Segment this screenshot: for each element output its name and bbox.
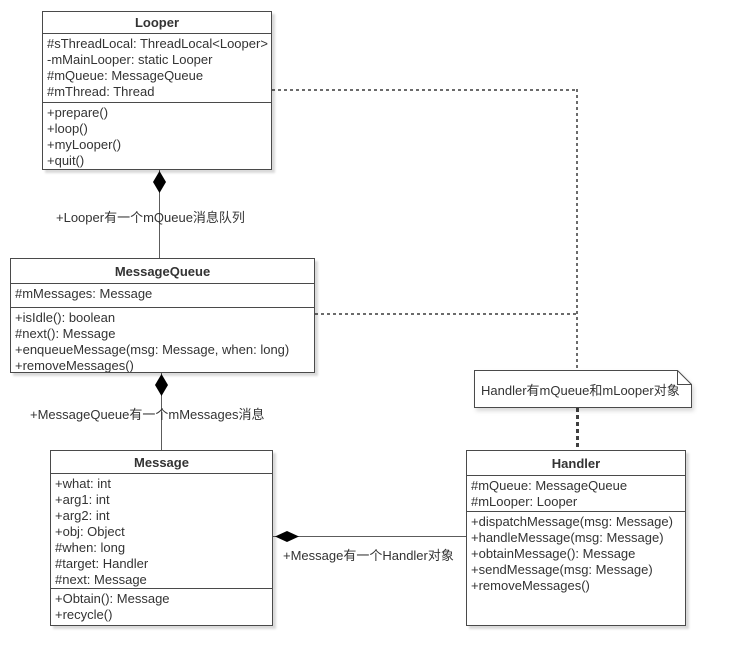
attribute-line: #mMessages: Message [15,286,153,301]
attribute-line: -mMainLooper: static Looper [47,52,213,67]
attribute-line: #mQueue: MessageQueue [47,68,204,83]
class-message: Message +what: int +arg1: int +arg2: int… [50,450,273,626]
attribute-line: +arg1: int [55,492,110,507]
method-line: #next(): Message [15,326,116,341]
method-line: +dispatchMessage(msg: Message) [471,514,673,529]
dotted-line-note-to-handler [576,408,579,450]
class-handler-methods: +dispatchMessage(msg: Message) +handleMe… [467,512,685,625]
class-message-methods: +Obtain(): Message +recycle() [51,589,272,625]
class-message-title: Message [51,451,272,474]
method-line: +sendMessage(msg: Message) [471,562,653,577]
method-line: +isIdle(): boolean [15,310,116,325]
note-text: Handler有mQueue和mLooper对象 [481,382,680,398]
composition-diamond-messagequeue [155,374,168,396]
method-line: +handleMessage(msg: Message) [471,530,664,545]
attribute-line: #mQueue: MessageQueue [471,478,628,493]
class-looper-attributes: #sThreadLocal: ThreadLocal<Looper> -mMai… [43,34,271,103]
attribute-line: +arg2: int [55,508,110,523]
attribute-line: +obj: Object [55,524,125,539]
class-handler-title: Handler [467,451,685,476]
connector-looper-messagequeue [159,170,160,258]
attribute-line: +what: int [55,476,112,491]
class-looper: Looper #sThreadLocal: ThreadLocal<Looper… [42,11,272,170]
attribute-line: #mLooper: Looper [471,494,578,509]
method-line: +Obtain(): Message [55,591,170,606]
connector-message-handler [273,536,466,537]
class-messagequeue: MessageQueue #mMessages: Message +isIdle… [10,258,315,373]
class-messagequeue-attributes: #mMessages: Message [11,284,314,308]
method-line: +obtainMessage(): Message [471,546,636,561]
class-looper-title: Looper [43,12,271,34]
method-line: +quit() [47,153,85,168]
composition-diamond-message [275,531,299,542]
class-looper-methods: +prepare() +loop() +myLooper() +quit() [43,103,271,169]
connector-messagequeue-message [161,373,162,450]
class-messagequeue-title: MessageQueue [11,259,314,284]
edge-label-message-handler: +Message有一个Handler对象 [283,548,454,563]
note-fold-corner [677,370,692,385]
attribute-line: #next: Message [55,572,147,587]
method-line: +recycle() [55,607,113,622]
method-line: +loop() [47,121,88,136]
attribute-line: #target: Handler [55,556,149,571]
edge-label-looper-mqueue: +Looper有一个mQueue消息队列 [56,210,245,225]
dashed-line-looper-horizontal [272,89,578,91]
attribute-line: #mThread: Thread [47,84,155,99]
method-line: +enqueueMessage(msg: Message, when: long… [15,342,290,357]
composition-diamond-looper [153,171,166,193]
method-line: +myLooper() [47,137,122,152]
method-line: +removeMessages() [471,578,590,593]
dashed-line-messagequeue-horizontal [315,313,578,315]
attribute-line: #when: long [55,540,126,555]
class-messagequeue-methods: +isIdle(): boolean #next(): Message +enq… [11,308,314,372]
dashed-line-vertical-to-note [576,89,578,370]
note-shape [474,370,692,408]
class-message-attributes: +what: int +arg1: int +arg2: int +obj: O… [51,474,272,589]
edge-label-messagequeue-mmessages: +MessageQueue有一个mMessages消息 [30,407,265,422]
method-line: +prepare() [47,105,109,120]
attribute-line: #sThreadLocal: ThreadLocal<Looper> [47,36,268,51]
class-handler-attributes: #mQueue: MessageQueue #mLooper: Looper [467,476,685,512]
method-line: +removeMessages() [15,358,134,372]
class-handler: Handler #mQueue: MessageQueue #mLooper: … [466,450,686,626]
